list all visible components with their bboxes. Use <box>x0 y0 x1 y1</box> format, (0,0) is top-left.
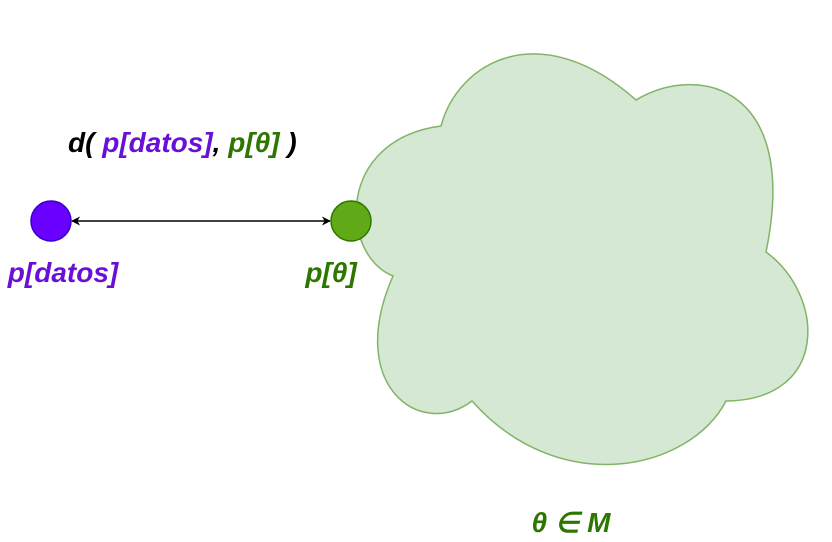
model-point-label: p[θ] <box>304 257 358 288</box>
distance-model-term: p[θ] <box>227 127 281 158</box>
manifold-label: θ ∈ M <box>532 507 612 538</box>
manifold-cloud <box>355 53 809 466</box>
data-point <box>30 200 72 242</box>
distance-label: d( p[datos], p[θ] ) <box>68 127 297 158</box>
distance-separator: , <box>212 127 229 158</box>
distance-prefix: d( <box>68 127 102 158</box>
model-point <box>330 200 372 242</box>
distance-data-term: p[datos] <box>101 127 214 158</box>
data-point-label: p[datos] <box>7 257 120 288</box>
distance-suffix: ) <box>280 127 297 158</box>
